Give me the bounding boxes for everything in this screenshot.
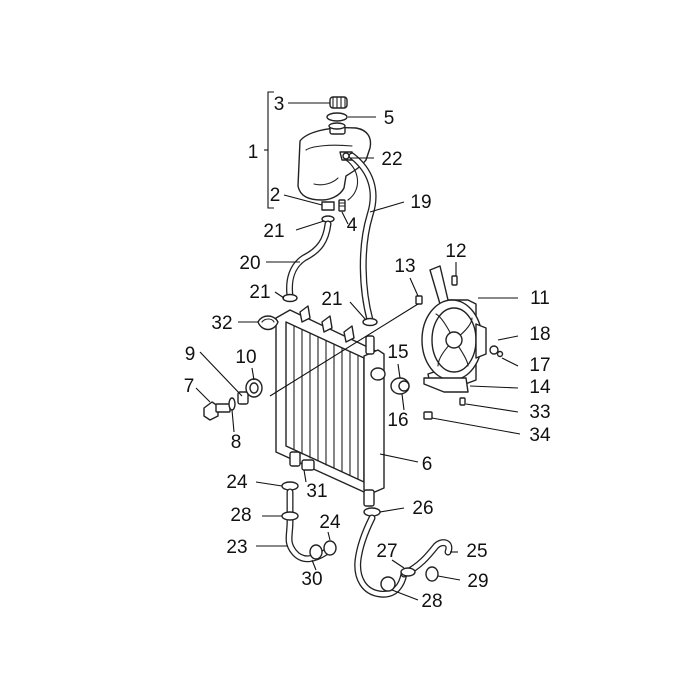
callout-3: 3: [274, 94, 285, 115]
callout-29: 29: [467, 571, 488, 592]
callout-16: 16: [387, 410, 408, 431]
radiator-part: [275, 305, 386, 507]
callout-28-b: 28: [421, 591, 442, 612]
callout-18: 18: [529, 324, 550, 345]
callout-22: 22: [381, 149, 402, 170]
washer-17-part: [496, 350, 504, 358]
callout-17: 17: [529, 355, 550, 376]
callout-11: 11: [530, 288, 550, 309]
washer-part: [228, 397, 236, 411]
callout-4: 4: [347, 215, 358, 236]
callout-9: 9: [185, 344, 196, 365]
callout-21-a: 21: [263, 221, 284, 242]
callout-14: 14: [529, 377, 551, 398]
callout-7: 7: [184, 376, 195, 397]
hose-clip-part: [400, 567, 416, 577]
clamp-32-part: [257, 315, 279, 331]
callout-23: 23: [226, 537, 247, 558]
hose-clip-part: [362, 317, 378, 327]
callout-25: 25: [466, 541, 487, 562]
callout-34: 34: [529, 425, 551, 446]
radiator-fins: [293, 325, 359, 480]
callout-2: 2: [270, 185, 281, 206]
callout-12: 12: [445, 241, 466, 262]
tank-bracket-part: [321, 201, 335, 211]
nut-18-part: [489, 345, 499, 355]
callout-30: 30: [301, 569, 322, 590]
callout-27: 27: [376, 541, 397, 562]
tank-seal-part: [326, 112, 348, 122]
cooling-fan-part: [415, 265, 504, 420]
callout-24-b: 24: [319, 512, 341, 533]
screw-12-part: [451, 275, 458, 286]
callout-19: 19: [410, 192, 431, 213]
callout-10: 10: [235, 347, 256, 368]
callout-20: 20: [239, 253, 260, 274]
callout-28-a: 28: [230, 505, 251, 526]
callout-labels: 1 2 3 4 5 6 7 8 9 10 11 12 13 14 15 16 1…: [184, 94, 551, 612]
callout-8: 8: [231, 432, 242, 453]
callout-21-c: 21: [321, 289, 342, 310]
callout-32: 32: [211, 313, 232, 334]
callout-33: 33: [529, 402, 550, 423]
callout-5: 5: [384, 108, 395, 129]
hose-clip-part: [309, 544, 323, 560]
clip-34-part: [423, 411, 433, 420]
rubber-mount-right-part: [390, 377, 410, 395]
rubber-mount-part: [245, 378, 263, 398]
callout-31: 31: [306, 481, 327, 502]
callout-21-b: 21: [249, 282, 270, 303]
leader-lines: [195, 91, 521, 601]
hose-clip-part: [282, 293, 298, 303]
callout-1: 1: [248, 142, 259, 163]
hose-clip-part: [425, 566, 439, 582]
tank-cap-part: [329, 96, 348, 109]
clip-13-part: [415, 295, 423, 305]
upper-hoses: [282, 152, 378, 327]
hose-clip-part: [323, 540, 337, 556]
callout-15: 15: [387, 342, 408, 363]
bolt-part: [203, 401, 231, 421]
screw-33-part: [459, 397, 466, 406]
callout-24-a: 24: [226, 472, 248, 493]
callout-13: 13: [394, 256, 415, 277]
lower-hoses: [281, 481, 453, 598]
callout-6: 6: [422, 454, 433, 475]
callout-26: 26: [412, 498, 433, 519]
